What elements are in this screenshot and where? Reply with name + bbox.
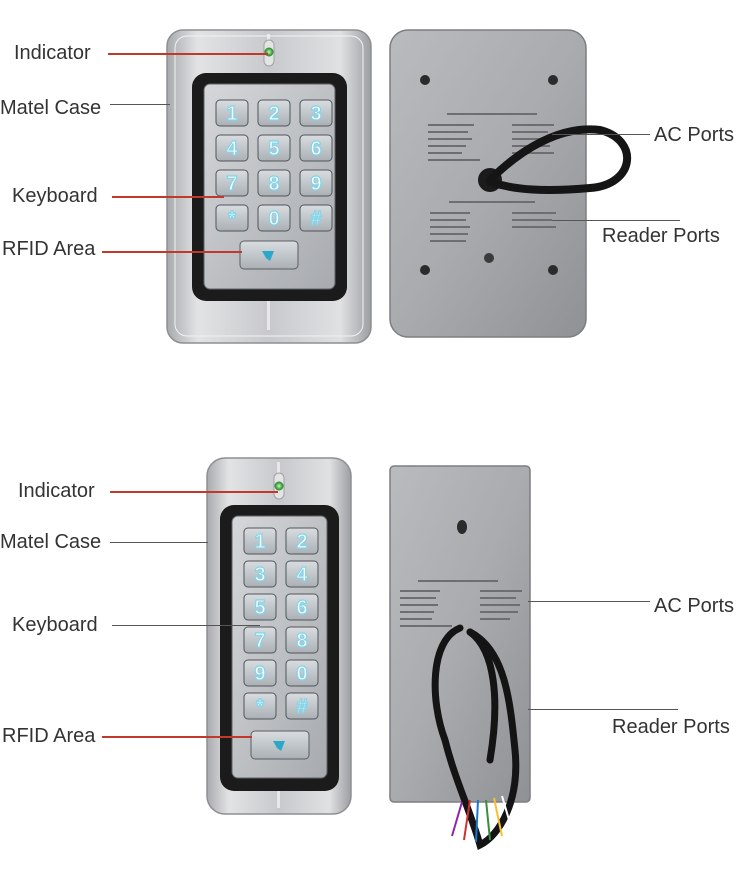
top-bell-icon xyxy=(262,251,274,261)
bottom-key xyxy=(285,626,319,654)
bottom-label-case: Matel Case xyxy=(0,531,102,553)
bottom-key-label: 8 xyxy=(296,630,307,652)
top-front-device: 1 2 3 4 5 6 7 8 9 * 0 # xyxy=(166,29,372,344)
top-key-label: 6 xyxy=(310,138,321,160)
bottom-key-label: 9 xyxy=(254,663,265,685)
top-key xyxy=(299,169,333,197)
top-led-icon xyxy=(264,47,274,57)
bottom-wiring-print xyxy=(400,580,522,627)
bottom-key xyxy=(285,527,319,555)
top-back-device xyxy=(389,29,631,338)
bottom-pointer-reader-ports xyxy=(528,709,678,710)
top-key xyxy=(257,204,291,232)
top-key xyxy=(215,99,249,127)
top-key xyxy=(257,134,291,162)
top-pointer-case xyxy=(110,104,170,105)
bottom-key-label: * xyxy=(256,696,264,718)
top-pointer-reader-ports xyxy=(552,220,680,221)
top-key-label: 8 xyxy=(268,173,279,195)
top-key xyxy=(215,204,249,232)
bottom-pointer-ac-ports xyxy=(528,601,650,602)
bottom-key-label: 0 xyxy=(296,663,307,685)
top-key-label: 5 xyxy=(268,138,279,160)
bottom-key-label: 4 xyxy=(296,564,308,586)
top-key xyxy=(215,134,249,162)
top-key-label: * xyxy=(228,208,236,230)
top-key-label: 0 xyxy=(268,208,279,230)
top-pointer-rfid xyxy=(102,251,242,253)
top-key-label: 3 xyxy=(310,103,321,125)
bottom-key-label: 6 xyxy=(296,597,307,619)
bottom-key xyxy=(243,527,277,555)
bottom-label-ac-ports: AC Ports xyxy=(654,595,735,617)
bottom-pointer-keyboard xyxy=(112,625,260,626)
top-key-label: # xyxy=(310,208,321,230)
bottom-key xyxy=(285,560,319,588)
top-label-reader-ports: Reader Ports xyxy=(602,225,720,247)
top-key xyxy=(215,169,249,197)
bottom-bell-icon xyxy=(273,741,285,751)
top-label-indicator: Indicator xyxy=(14,42,91,64)
bottom-key xyxy=(243,560,277,588)
top-key xyxy=(257,169,291,197)
bottom-label-rfid: RFID Area xyxy=(2,725,96,747)
top-wiring-print xyxy=(428,113,556,242)
top-label-ac-ports: AC Ports xyxy=(654,124,735,146)
top-key xyxy=(257,99,291,127)
bottom-pointer-rfid xyxy=(102,736,252,738)
top-pointer-ac-ports xyxy=(552,134,650,135)
top-label-case: Matel Case xyxy=(0,97,102,119)
bottom-key xyxy=(285,692,319,720)
bottom-label-keyboard: Keyboard xyxy=(12,614,98,636)
top-key-label: 9 xyxy=(310,173,321,195)
bottom-pointer-indicator xyxy=(110,491,278,493)
top-pointer-keyboard xyxy=(112,196,224,198)
top-cable xyxy=(486,125,631,194)
bottom-pointer-case xyxy=(110,542,208,543)
top-key-label: 1 xyxy=(226,103,237,125)
bottom-label-reader-ports: Reader Ports xyxy=(612,716,730,738)
bottom-key-label: 5 xyxy=(254,597,265,619)
top-label-rfid: RFID Area xyxy=(2,238,96,260)
bottom-key xyxy=(243,659,277,687)
top-keypad: 1 2 3 4 5 6 7 8 9 * 0 # xyxy=(215,99,333,232)
bottom-key-label: 1 xyxy=(254,531,265,553)
bottom-key-label: 3 xyxy=(254,564,265,586)
bottom-cable xyxy=(431,624,520,851)
top-key-label: 7 xyxy=(226,173,237,195)
bottom-wire-ends xyxy=(451,795,513,843)
bottom-key xyxy=(285,593,319,621)
top-label-keyboard: Keyboard xyxy=(12,185,98,207)
top-key-label: 4 xyxy=(226,138,238,160)
bottom-key xyxy=(243,692,277,720)
bottom-key xyxy=(243,626,277,654)
top-key xyxy=(299,134,333,162)
top-pointer-indicator xyxy=(108,53,268,55)
bottom-key-label: 2 xyxy=(296,531,307,553)
bottom-key-label: 7 xyxy=(254,630,265,652)
top-key xyxy=(299,99,333,127)
top-key xyxy=(299,204,333,232)
bottom-front-device: 1 2 3 4 5 6 7 8 9 0 * # xyxy=(206,457,352,815)
bottom-led-icon xyxy=(274,481,284,491)
bottom-keypad: 1 2 3 4 5 6 7 8 9 0 * # xyxy=(243,527,319,720)
bottom-key xyxy=(243,593,277,621)
bottom-label-indicator: Indicator xyxy=(18,480,95,502)
top-key-label: 2 xyxy=(268,103,279,125)
bottom-key xyxy=(285,659,319,687)
bottom-back-device xyxy=(389,465,531,851)
bottom-key-label: # xyxy=(296,696,307,718)
